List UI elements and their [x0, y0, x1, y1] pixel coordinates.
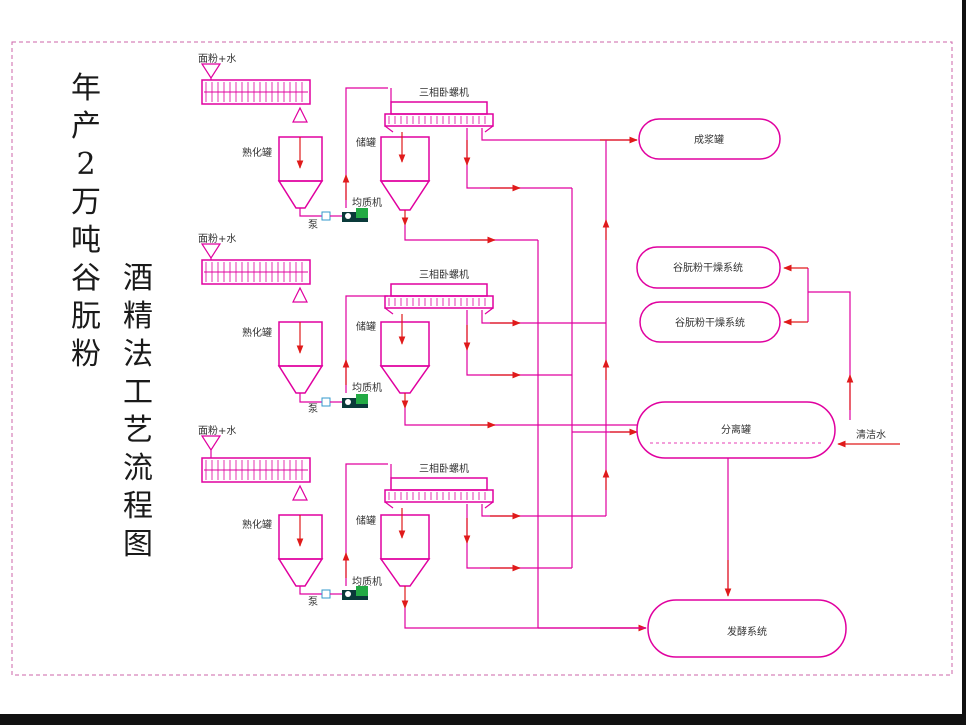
pump-label: 泵 — [308, 596, 318, 608]
maturing-tank-label: 熟化罐 — [242, 518, 272, 531]
diagram-frame — [11, 41, 953, 676]
finished-slurry-label: 成浆罐 — [694, 133, 724, 146]
process-line-1: 面粉+水 熟化罐 泵 均质机 三相卧螺机 储罐 — [198, 52, 638, 244]
pump-label: 泵 — [308, 403, 318, 415]
centrifuge-label: 三相卧螺机 — [419, 86, 469, 99]
centrifuge-label: 三相卧螺机 — [419, 268, 469, 281]
title-main-char: 2 — [76, 147, 95, 182]
title-sub-char: 精 — [123, 299, 153, 334]
title-main-char: 年 — [71, 71, 101, 106]
bottom-bar — [0, 714, 966, 725]
fermentation-system — [647, 599, 847, 658]
homogenizer-label: 均质机 — [352, 196, 382, 209]
feed-label: 面粉+水 — [198, 424, 236, 437]
dryer-system-2 — [639, 301, 781, 343]
process-line-2: 面粉+水 熟化罐 泵 均质机 三相卧螺机 储罐 — [198, 232, 637, 429]
clean-water-label: 清洁水 — [856, 428, 886, 441]
maturing-tank-label: 熟化罐 — [242, 146, 272, 159]
title-sub-char: 图 — [123, 527, 153, 562]
storage-tank-label: 储罐 — [356, 514, 376, 527]
right-edge — [962, 0, 966, 725]
storage-tank-label: 储罐 — [356, 320, 376, 333]
homogenizer-label: 均质机 — [352, 575, 382, 588]
homogenizer-label: 均质机 — [352, 381, 382, 394]
maturing-tank-label: 熟化罐 — [242, 326, 272, 339]
title-main-char: 粉 — [71, 337, 101, 372]
title-sub-char: 法 — [123, 337, 153, 372]
dryer-2-label: 谷朊粉干燥系统 — [675, 316, 745, 329]
separator-tank — [636, 401, 836, 459]
feed-label: 面粉+水 — [198, 232, 236, 245]
process-line-3: 面粉+水 熟化罐 泵 均质机 三相卧螺机 储罐 — [198, 424, 647, 632]
title-main-char: 朊 — [71, 299, 101, 334]
title-main-char: 谷 — [71, 261, 101, 296]
title-sub-char: 工 — [123, 375, 153, 410]
title-main-char: 产 — [71, 109, 101, 144]
finished-slurry-tank — [638, 118, 781, 160]
pump-label: 泵 — [308, 219, 318, 231]
fermentation-label: 发酵系统 — [727, 625, 767, 638]
storage-tank-label: 储罐 — [356, 136, 376, 149]
title-sub-char: 酒 — [123, 261, 153, 296]
title-sub-char: 艺 — [123, 413, 153, 448]
feed-label: 面粉+水 — [198, 52, 236, 65]
dryer-1-label: 谷朊粉干燥系统 — [673, 261, 743, 274]
separator-label: 分离罐 — [721, 423, 751, 436]
dryer-system-1 — [636, 246, 781, 289]
title-main-char: 万 — [71, 185, 101, 220]
title-main-char: 吨 — [71, 223, 101, 258]
title-sub-char: 程 — [123, 489, 153, 524]
centrifuge-label: 三相卧螺机 — [419, 462, 469, 475]
title-sub-char: 流 — [123, 451, 153, 486]
